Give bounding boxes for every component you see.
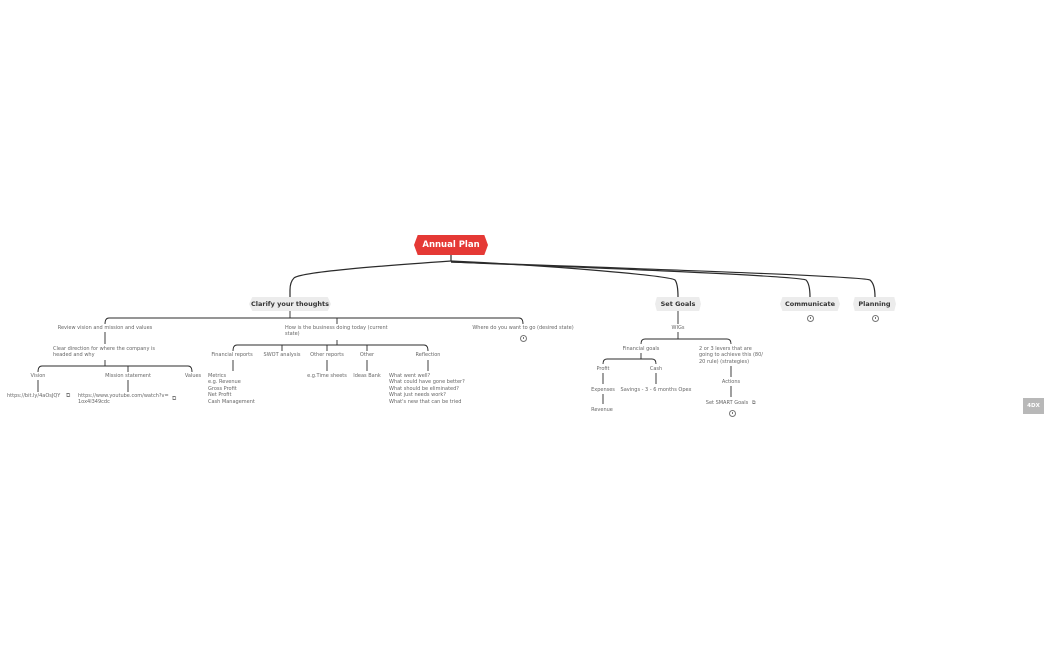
financial-details[interactable]: Metrics e.g. Revenue Gross Profit Net Pr… bbox=[208, 373, 255, 405]
subtopic-revenue[interactable]: Revenue bbox=[591, 407, 613, 413]
clock-icon[interactable] bbox=[520, 335, 527, 342]
topic-clarify-your-thoughts[interactable]: Clarify your thoughts bbox=[249, 297, 331, 311]
detail-line: What's new that can be tried bbox=[389, 398, 462, 405]
detail-line: Net Profit bbox=[208, 392, 232, 399]
subtopics-icon[interactable]: ⧉ bbox=[752, 400, 756, 406]
subtopic-current-state[interactable]: How is the business doing today (current… bbox=[285, 325, 388, 338]
subtopic-actions[interactable]: Actions bbox=[721, 379, 741, 385]
topic-label: Set Goals bbox=[660, 300, 696, 308]
detail-line: Cash Management bbox=[208, 398, 255, 405]
detail-line: What went well? bbox=[389, 373, 431, 379]
subtopic-vision[interactable]: Vision bbox=[30, 373, 46, 379]
detail-line: Gross Profit bbox=[208, 385, 237, 392]
detail-line: Metrics bbox=[208, 373, 227, 379]
subtopic-other[interactable]: Other bbox=[359, 352, 375, 358]
subtopic-levers[interactable]: 2 or 3 levers that are going to achieve … bbox=[699, 346, 763, 365]
detail-line: What should be eliminated? bbox=[389, 385, 459, 392]
topic-planning[interactable]: Planning bbox=[853, 297, 896, 311]
subtopic-cash[interactable]: Cash bbox=[649, 366, 663, 372]
reflection-details[interactable]: What went well? What could have gone bet… bbox=[389, 373, 465, 405]
clock-icon[interactable] bbox=[872, 315, 879, 322]
clock-icon[interactable] bbox=[729, 410, 736, 417]
subtopic-ideas-bank[interactable]: Ideas Bank bbox=[353, 373, 381, 379]
external-link-icon[interactable]: ⧉ bbox=[66, 392, 71, 399]
badge-label: 4DX bbox=[1027, 403, 1040, 409]
topic-label: Planning bbox=[858, 300, 891, 308]
root-node-annual-plan[interactable]: Annual Plan bbox=[414, 235, 488, 255]
external-link-icon[interactable]: ⧉ bbox=[172, 395, 177, 402]
subtopic-mission-statement[interactable]: Mission statement bbox=[105, 373, 151, 379]
subtopic-wigs[interactable]: WIGs bbox=[671, 325, 685, 331]
subtopic-clear-direction[interactable]: Clear direction for where the company is… bbox=[53, 346, 155, 359]
link-vision-url[interactable]: https://bit.ly/4aOsJQY bbox=[7, 393, 61, 399]
topic-label: Clarify your thoughts bbox=[250, 300, 330, 308]
subtopic-reflection[interactable]: Reflection bbox=[415, 352, 441, 358]
subtopic-savings[interactable]: Savings - 3 - 6 months Opex bbox=[620, 387, 692, 393]
detail-line: e.g. Revenue bbox=[208, 379, 241, 386]
clock-icon[interactable] bbox=[807, 315, 814, 322]
subtopic-profit[interactable]: Profit bbox=[596, 366, 610, 372]
subtopic-desired-state[interactable]: Where do you want to go (desired state) bbox=[472, 325, 574, 331]
subtopic-financial-reports[interactable]: Financial reports bbox=[211, 352, 253, 358]
topic-communicate[interactable]: Communicate bbox=[780, 297, 840, 311]
subtopic-expenses[interactable]: Expenses bbox=[591, 387, 615, 393]
subtopic-financial-goals[interactable]: Financial goals bbox=[622, 346, 660, 352]
detail-line: What could have gone better? bbox=[389, 379, 465, 386]
subtopic-values[interactable]: Values bbox=[184, 373, 202, 379]
subtopic-swot-analysis[interactable]: SWOT analysis bbox=[263, 352, 301, 358]
subtopic-time-sheets[interactable]: e.g.Time sheets bbox=[307, 373, 347, 379]
subtopic-set-smart-goals[interactable]: Set SMART Goals bbox=[705, 400, 749, 406]
subtopic-review-vision[interactable]: Review vision and mission and values bbox=[57, 325, 153, 331]
4dx-badge[interactable]: 4DX bbox=[1023, 398, 1044, 414]
subtopic-other-reports[interactable]: Other reports bbox=[310, 352, 344, 358]
link-mission-url[interactable]: https://www.youtube.com/watch?v=1ox4l349… bbox=[78, 393, 169, 406]
topic-set-goals[interactable]: Set Goals bbox=[655, 297, 701, 311]
detail-line: What just needs work? bbox=[389, 392, 446, 399]
root-label: Annual Plan bbox=[422, 240, 480, 250]
topic-label: Communicate bbox=[784, 300, 836, 308]
